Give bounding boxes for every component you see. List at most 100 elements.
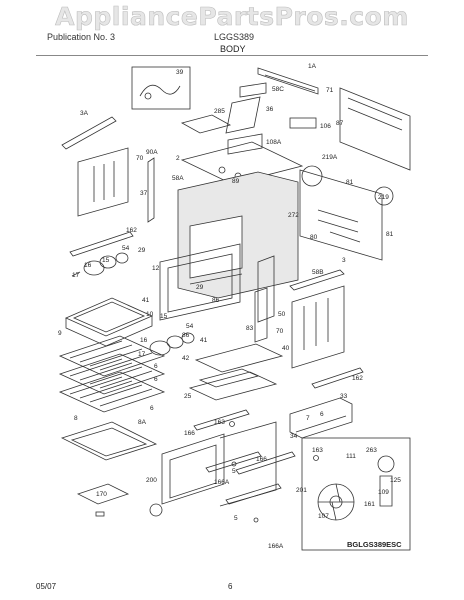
callout-40: 40 (282, 345, 290, 352)
callout-58c: 58C (272, 86, 284, 93)
callout-6-a: 6 (154, 363, 158, 370)
drawer-pan-part (60, 421, 158, 461)
drawer-frame-part (161, 409, 296, 507)
burner-assembly-upper (71, 252, 129, 277)
side-panel-left (77, 147, 129, 217)
callout-90a: 90A (146, 149, 158, 156)
callout-201: 201 (296, 487, 307, 494)
callout-109: 109 (378, 489, 389, 496)
callout-15-lower: 15 (160, 313, 168, 320)
callout-80: 80 (310, 234, 318, 241)
rail-162-left (69, 231, 134, 257)
callout-54-lower: 54 (186, 323, 194, 330)
callout-17-lower: 17 (138, 351, 146, 358)
callout-89: 89 (232, 178, 240, 185)
callout-163-upper: 163 (214, 419, 225, 426)
panel-58b (257, 255, 345, 323)
callout-5-lower: 5 (234, 515, 238, 522)
callout-39: 39 (176, 69, 184, 76)
callout-50: 50 (278, 311, 286, 318)
callout-41-lower: 41 (200, 337, 208, 344)
callout-166-upper: 166 (184, 430, 195, 437)
callout-219: 219 (378, 194, 389, 201)
callout-83: 83 (246, 325, 254, 332)
callout-12: 12 (152, 265, 160, 272)
callout-81-lower: 81 (386, 231, 394, 238)
watermark: AppliancePartsPros.com (55, 2, 409, 32)
section-title: BODY (220, 44, 246, 54)
back-panel-part (257, 67, 319, 95)
callout-162-right: 162 (352, 375, 363, 382)
burner-assembly-lower (149, 332, 195, 356)
bracket-83 (254, 287, 268, 343)
callout-86-upper: 86 (212, 297, 220, 304)
door-frame-upper (159, 243, 241, 321)
callout-6-c: 6 (150, 405, 154, 412)
callout-70-lower: 70 (276, 328, 284, 335)
callout-42: 42 (182, 355, 190, 362)
callout-2: 2 (176, 155, 180, 162)
callout-7: 7 (306, 415, 310, 422)
oven-back-part (339, 87, 411, 171)
footer-date: 05/07 (36, 582, 57, 591)
callout-162-left: 162 (126, 227, 137, 234)
model-header: LGGS389 (214, 32, 255, 42)
callout-10: 10 (146, 311, 154, 318)
oven-racks-part (58, 335, 166, 413)
callout-34: 34 (290, 433, 298, 440)
callout-33: 33 (340, 393, 348, 400)
callout-107: 107 (318, 513, 329, 520)
callout-170: 170 (96, 491, 107, 498)
callout-17-upper: 17 (72, 272, 80, 279)
brackets-106-108a (227, 117, 317, 155)
callout-29-lower: 29 (196, 284, 204, 291)
callout-106: 106 (320, 123, 331, 130)
footer-page-number: 6 (228, 582, 233, 591)
callout-87: 87 (336, 120, 344, 127)
callout-219a: 219A (322, 154, 338, 161)
lower-right-bracket (289, 397, 353, 439)
callout-58b: 58B (312, 269, 324, 276)
callout-8a: 8A (138, 419, 147, 426)
strip-90a (147, 157, 155, 223)
callout-36: 36 (266, 106, 274, 113)
callout-161: 161 (364, 501, 375, 508)
rail-3a-part (61, 116, 117, 150)
callout-9: 9 (58, 330, 62, 337)
callout-272: 272 (288, 212, 299, 219)
callout-86-lower: 86 (182, 332, 190, 339)
callout-29-upper: 29 (138, 247, 146, 254)
callout-166-mid: 166 (256, 456, 267, 463)
rail-162-right (311, 367, 364, 389)
callout-263: 263 (366, 447, 377, 454)
callout-5: 5 (232, 468, 236, 475)
top-plate-parts (180, 82, 267, 134)
callout-25: 25 (184, 393, 192, 400)
convection-fan-inset (301, 437, 411, 551)
callout-81-upper: 81 (346, 179, 354, 186)
callout-70-upper: 70 (136, 155, 144, 162)
callout-166a-upper: 166A (214, 479, 230, 486)
callout-163-lower: 163 (312, 447, 323, 454)
callout-166a-lower: 166A (268, 543, 284, 550)
callout-16-lower: 16 (140, 337, 148, 344)
publication-header: Publication No. 3 (47, 32, 116, 42)
callout-1a: 1A (308, 63, 317, 70)
callout-8: 8 (74, 415, 78, 422)
side-panel-right-lower (291, 285, 345, 369)
callout-58a: 58A (172, 175, 184, 182)
header-rule (36, 55, 428, 56)
callout-15-upper: 15 (102, 257, 110, 264)
callout-200: 200 (146, 477, 157, 484)
callout-37: 37 (140, 190, 148, 197)
callout-6-b: 6 (154, 376, 158, 383)
small-parts-170 (76, 483, 163, 517)
callout-125: 125 (390, 477, 401, 484)
callout-111: 111 (346, 453, 356, 460)
lower-burner-part (188, 343, 284, 401)
callout-3a: 3A (80, 110, 89, 117)
callout-41-upper: 41 (142, 297, 150, 304)
callout-16-upper: 16 (84, 262, 92, 269)
callout-108a: 108A (266, 139, 282, 146)
